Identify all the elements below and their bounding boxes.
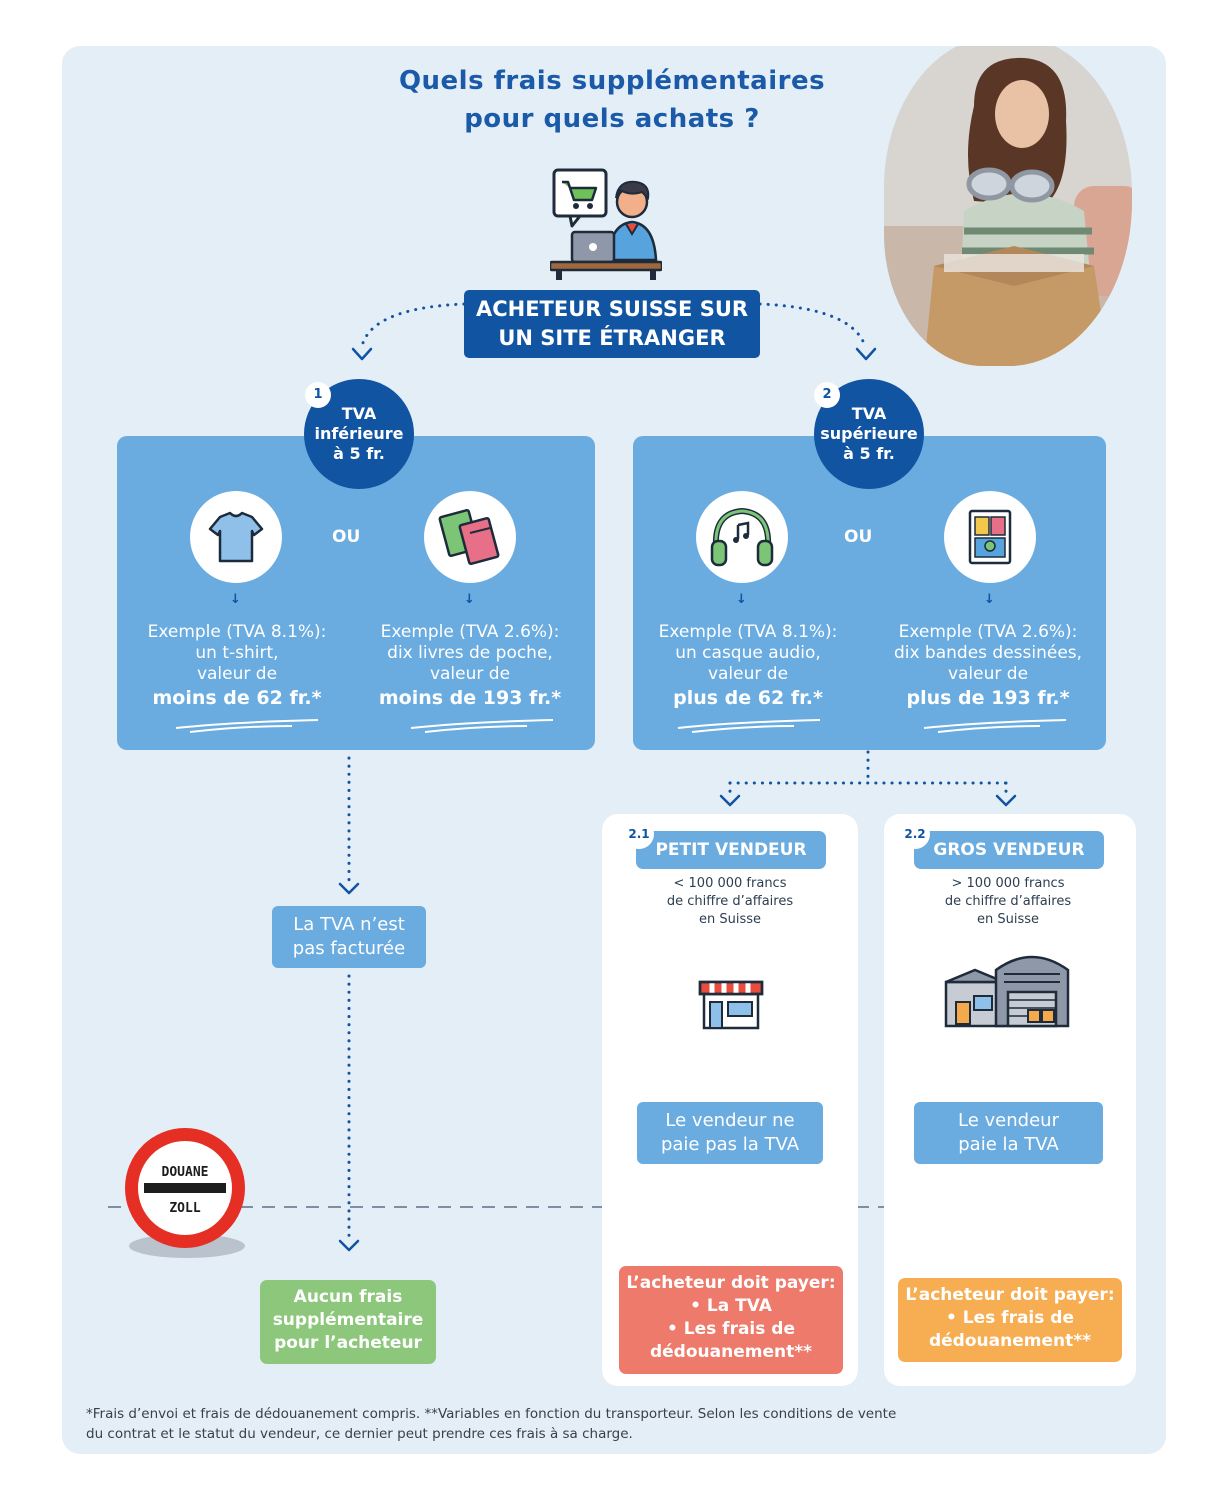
small-vendor-no-vat-box: Le vendeur ne paie pas la TVA xyxy=(637,1102,823,1164)
example-books-l2: dix livres de poche, xyxy=(387,643,553,663)
example-headphones: Exemple (TVA 8.1%): un casque audio, val… xyxy=(640,622,856,711)
step-badge-2: 2 xyxy=(814,382,840,408)
step-badge-1: 1 xyxy=(305,382,331,408)
no-extra-fees-l1: Aucun frais xyxy=(293,1287,403,1307)
warehouse-icon xyxy=(944,955,1070,1028)
main-line-1: ACHETEUR SUISSE SUR xyxy=(475,297,749,321)
example-tshirt: Exemple (TVA 8.1%): un t-shirt, valeur d… xyxy=(132,622,342,711)
books-icon xyxy=(438,508,500,566)
customs-sign-top-text: DOUANE xyxy=(162,1165,209,1180)
example-books-l1: Exemple (TVA 2.6%): xyxy=(380,622,560,642)
big-vendor-result-box: L’acheteur doit payer: • Les frais de dé… xyxy=(898,1278,1122,1362)
example-headphones-l3: valeur de xyxy=(707,664,789,684)
underline-swash xyxy=(175,719,319,733)
vat-below-l1: TVA xyxy=(341,404,377,423)
small-vendor-result-l4: dédouanement** xyxy=(649,1342,812,1362)
example-tshirt-l3: valeur de xyxy=(196,664,278,684)
vat-above-l1: TVA xyxy=(851,404,887,423)
example-comics-l1: Exemple (TVA 2.6%): xyxy=(898,622,1078,642)
customs-sign-bottom-text: ZOLL xyxy=(169,1201,200,1216)
small-vendor-result-l3: • Les frais de xyxy=(667,1319,795,1339)
small-vendor-heading: PETIT VENDEUR xyxy=(636,831,826,869)
example-books-value: moins de 193 fr.* xyxy=(378,687,562,709)
big-vendor-result-l3: dédouanement** xyxy=(928,1331,1091,1351)
title-line-1: Quels frais supplémentaires xyxy=(398,66,826,96)
arrow-down-icon: ↓ xyxy=(736,592,747,607)
footnotes: *Frais d’envoi et frais de dédouanement … xyxy=(86,1404,986,1444)
small-vendor-result-l2: • La TVA xyxy=(690,1296,772,1316)
vat-below-l2: inférieure xyxy=(314,424,404,443)
tshirt-icon xyxy=(208,511,264,563)
small-vendor-sub-l2: de chiffre d’affaires xyxy=(666,894,794,909)
example-comics-l2: dix bandes dessinées, xyxy=(893,643,1083,663)
vat-not-billed-box: La TVA n’est pas facturée xyxy=(272,906,426,968)
big-vendor-result-l1: L’acheteur doit payer: xyxy=(905,1285,1115,1305)
underline-swash xyxy=(410,719,554,733)
step-badge-2-1: 2.1 xyxy=(624,819,654,849)
big-vendor-pays-vat-box: Le vendeur paie la TVA xyxy=(914,1102,1103,1164)
big-vendor-box-l1: Le vendeur xyxy=(958,1110,1059,1131)
footnote-line-1: *Frais d’envoi et frais de dédouanement … xyxy=(86,1406,897,1422)
big-vendor-sub-l3: en Suisse xyxy=(976,912,1040,927)
big-vendor-box-l2: paie la TVA xyxy=(958,1134,1059,1155)
books-icon-circle xyxy=(424,491,516,583)
example-comics: Exemple (TVA 2.6%): dix bandes dessinées… xyxy=(870,622,1106,711)
example-headphones-l2: un casque audio, xyxy=(675,643,821,663)
footnote-line-2: du contrat et le statut du vendeur, ce d… xyxy=(86,1426,633,1442)
step-badge-2-2: 2.2 xyxy=(900,819,930,849)
main-line-2: UN SITE ÉTRANGER xyxy=(498,326,726,350)
small-vendor-threshold: < 100 000 francs de chiffre d’affaires e… xyxy=(622,875,838,929)
example-tshirt-value: moins de 62 fr.* xyxy=(152,687,322,709)
big-vendor-threshold: > 100 000 francs de chiffre d’affaires e… xyxy=(900,875,1116,929)
woman-with-parcel-photo xyxy=(884,46,1132,366)
comic-book-icon xyxy=(968,509,1012,565)
swiss-buyer-box: ACHETEUR SUISSE SUR UN SITE ÉTRANGER xyxy=(464,290,760,358)
example-tshirt-l2: un t-shirt, xyxy=(195,643,279,663)
small-vendor-box-l1: Le vendeur ne xyxy=(665,1110,795,1131)
vat-not-billed-l1: La TVA n’est xyxy=(293,914,405,935)
no-extra-fees-l3: pour l’acheteur xyxy=(274,1333,422,1353)
vat-below-l3: à 5 fr. xyxy=(333,444,385,463)
headphones-icon-circle xyxy=(696,491,788,583)
example-headphones-value: plus de 62 fr.* xyxy=(673,687,823,709)
vat-above-l3: à 5 fr. xyxy=(843,444,895,463)
small-vendor-sub-l3: en Suisse xyxy=(698,912,762,927)
online-buyer-icon xyxy=(550,168,662,280)
infographic-panel: Quels frais supplémentaires pour quels a… xyxy=(62,46,1166,1454)
comic-book-icon-circle xyxy=(944,491,1036,583)
big-vendor-sub-l2: de chiffre d’affaires xyxy=(944,894,1072,909)
example-books-l3: valeur de xyxy=(429,664,511,684)
example-comics-value: plus de 193 fr.* xyxy=(906,687,1070,709)
small-shop-icon xyxy=(698,980,764,1030)
vat-not-billed-l2: pas facturée xyxy=(292,938,406,959)
arrow-down-icon: ↓ xyxy=(230,592,241,607)
big-vendor-heading: GROS VENDEUR xyxy=(914,831,1104,869)
example-books: Exemple (TVA 2.6%): dix livres de poche,… xyxy=(360,622,580,711)
customs-sign-icon: DOUANE ZOLL xyxy=(125,1128,245,1258)
title-line-2: pour quels achats ? xyxy=(464,104,760,134)
arrow-down-icon: ↓ xyxy=(464,592,475,607)
example-headphones-l1: Exemple (TVA 8.1%): xyxy=(658,622,838,642)
vat-above-l2: supérieure xyxy=(820,424,918,443)
tshirt-icon-circle xyxy=(190,491,282,583)
big-vendor-sub-l1: > 100 000 francs xyxy=(951,876,1065,891)
small-vendor-result-box: L’acheteur doit payer: • La TVA • Les fr… xyxy=(619,1266,843,1374)
page-title: Quels frais supplémentaires pour quels a… xyxy=(352,62,872,138)
vat-above-heading: TVA supérieure à 5 fr. xyxy=(814,379,924,489)
no-extra-fees-l2: supplémentaire xyxy=(272,1310,424,1330)
underline-swash xyxy=(677,719,821,733)
or-label-left: OU xyxy=(332,527,361,547)
example-tshirt-l1: Exemple (TVA 8.1%): xyxy=(147,622,327,642)
small-vendor-sub-l1: < 100 000 francs xyxy=(673,876,787,891)
arrow-down-icon: ↓ xyxy=(984,592,995,607)
no-extra-fees-box: Aucun frais supplémentaire pour l’achete… xyxy=(260,1280,436,1364)
small-vendor-box-l2: paie pas la TVA xyxy=(660,1134,800,1155)
small-vendor-result-l1: L’acheteur doit payer: xyxy=(626,1273,836,1293)
example-comics-l3: valeur de xyxy=(947,664,1029,684)
underline-swash xyxy=(923,719,1067,733)
big-vendor-result-l2: • Les frais de xyxy=(946,1308,1074,1328)
or-label-right: OU xyxy=(844,527,873,547)
headphones-icon xyxy=(710,507,774,567)
